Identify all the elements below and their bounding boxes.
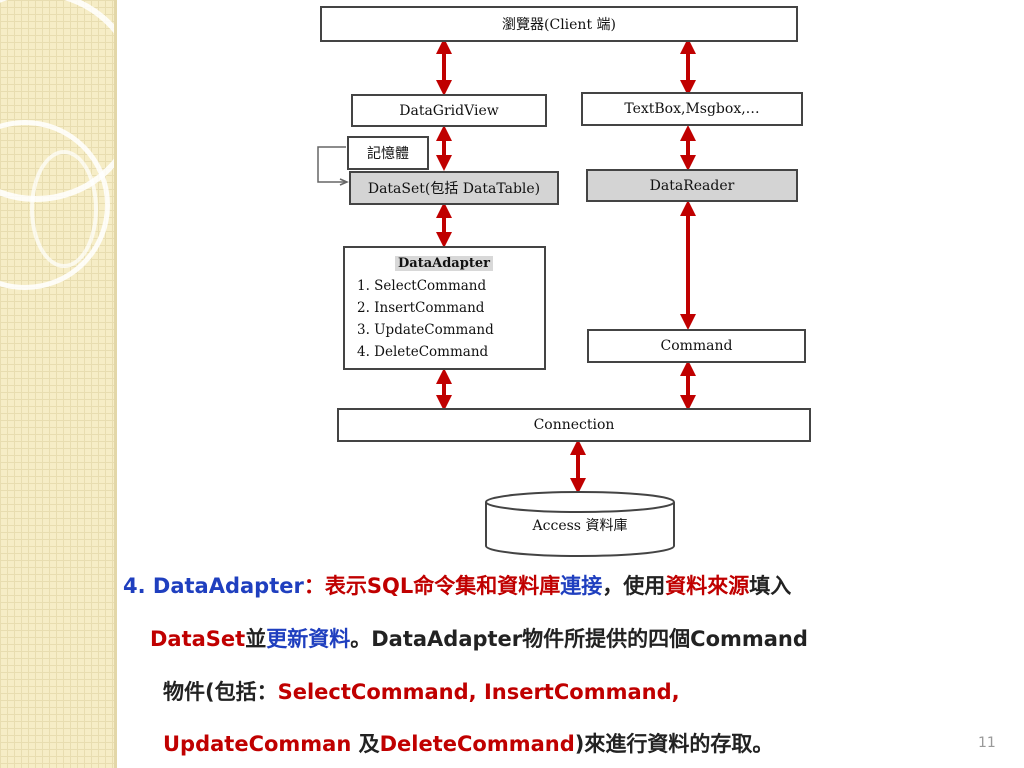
- decorative-ring: [30, 150, 98, 268]
- memory-label: 記憶體: [367, 146, 409, 162]
- desc-text: 物件(包括：: [163, 680, 278, 704]
- desc-text: 填入: [749, 574, 792, 598]
- description-line-4: UpdateComman 及DeleteCommand)來進行資料的存取。: [163, 728, 773, 758]
- sidebar-edge: [114, 0, 117, 768]
- description-line-2: DataSet並更新資料。DataAdapter物件所提供的四個Command: [150, 623, 808, 653]
- dataadapter-box: DataAdapter 1. SelectCommand 2. InsertCo…: [343, 246, 546, 370]
- textbox-label: TextBox,Msgbox,…: [624, 101, 760, 117]
- memory-box: 記憶體: [347, 136, 429, 170]
- desc-text: ，使用: [602, 574, 666, 598]
- desc-text: 連接: [560, 574, 603, 598]
- desc-text: 。DataAdapter物件所提供的四個Command: [350, 627, 808, 651]
- database-label: Access 資料庫: [532, 518, 628, 534]
- command-label: Command: [660, 338, 733, 354]
- dataadapter-title: DataAdapter: [395, 256, 493, 271]
- browser-label: 瀏覽器(Client 端): [502, 17, 616, 33]
- desc-text: UpdateComman: [163, 732, 352, 756]
- desc-text: )來進行資料的存取。: [574, 732, 774, 756]
- command-box: Command: [587, 329, 806, 363]
- adapter-item-delete: 4. DeleteCommand: [357, 344, 489, 360]
- memory-bracket: [317, 146, 349, 186]
- desc-text: 並: [245, 627, 267, 651]
- dataset-label: DataSet(包括 DataTable): [367, 181, 541, 197]
- connection-box: Connection: [337, 408, 811, 442]
- desc-text: SQL命令集和資料庫: [366, 574, 561, 598]
- desc-text: DeleteCommand: [379, 732, 575, 756]
- decorative-sidebar: [0, 0, 114, 768]
- desc-text: 資料來源: [665, 574, 750, 598]
- desc-text: DataSet: [150, 627, 246, 651]
- datareader-box: DataReader: [586, 169, 798, 202]
- adapter-item-insert: 2. InsertCommand: [357, 300, 485, 316]
- browser-box: 瀏覽器(Client 端): [320, 6, 798, 42]
- desc-text: 更新資料: [266, 627, 351, 651]
- textbox-box: TextBox,Msgbox,…: [581, 92, 803, 126]
- datareader-label: DataReader: [649, 177, 735, 194]
- description-line-1: 4. DataAdapter：表示SQL命令集和資料庫連接，使用資料來源填入: [123, 570, 791, 600]
- connection-label: Connection: [533, 417, 615, 433]
- desc-text: 及: [351, 732, 380, 756]
- desc-dataadapter: 4. DataAdapter: [123, 574, 304, 598]
- adapter-item-select: 1. SelectCommand: [357, 278, 487, 294]
- page-number: 11: [978, 735, 996, 751]
- datagridview-label: DataGridView: [399, 102, 499, 119]
- desc-text: SelectCommand, InsertCommand,: [277, 680, 680, 704]
- datagridview-box: DataGridView: [351, 94, 547, 127]
- desc-text: ：表示: [303, 574, 367, 598]
- description-line-3: 物件(包括：SelectCommand, InsertCommand,: [163, 676, 680, 706]
- dataset-box: DataSet(包括 DataTable): [349, 171, 559, 205]
- database-cylinder: [485, 491, 675, 557]
- adapter-item-update: 3. UpdateCommand: [357, 322, 494, 338]
